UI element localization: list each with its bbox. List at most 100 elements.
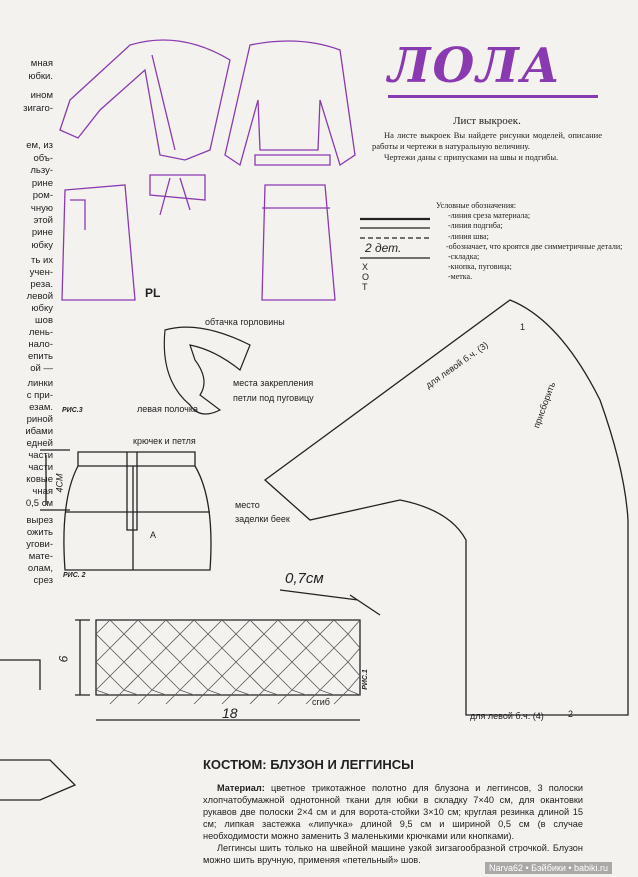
hatch-line: [305, 689, 321, 705]
hatch-line: [95, 633, 111, 649]
column-fragment: части: [28, 450, 53, 461]
label-left-front: левая полочка: [137, 404, 198, 414]
hatch-line: [179, 661, 195, 677]
hatch-line: [291, 689, 307, 696]
legend-item: -складка;: [448, 252, 480, 262]
material-label: Материал:: [217, 783, 265, 793]
grain-label: ХОТ: [362, 262, 370, 292]
column-fragment: едней: [26, 438, 53, 449]
hatch-line: [305, 661, 321, 677]
hatch-line: [249, 647, 265, 663]
column-fragment: угови-: [26, 539, 53, 550]
skirt-drawing: [40, 449, 212, 571]
hatch-line: [291, 675, 307, 691]
column-fragment: рине: [31, 227, 53, 238]
hatch-line: [249, 661, 265, 677]
hatch-line: [137, 661, 153, 677]
label-left4: для левой б.ч. (4): [470, 711, 544, 721]
hatch-line: [347, 675, 361, 691]
hatch-line: [333, 661, 349, 677]
column-fragment: лень-: [28, 327, 53, 338]
legend: Условные обозначения: -линия среза матер…: [436, 201, 622, 283]
hatch-line: [123, 689, 139, 696]
column-fragment: езам.: [29, 402, 53, 413]
hatch-line: [95, 689, 111, 696]
intro-p1: На листе выкроек Вы найдете рисунки моде…: [372, 130, 602, 151]
hatch-line: [263, 633, 279, 649]
hatch-line: [291, 619, 307, 635]
column-fragment: ожить: [26, 527, 53, 538]
hatch-line: [207, 633, 223, 649]
neck-facing: [163, 326, 251, 415]
hatch-line: [347, 689, 361, 696]
hatch-line: [207, 647, 223, 663]
label-pl: PL: [145, 286, 161, 300]
hatch-line: [193, 647, 209, 663]
hatch-line: [193, 675, 209, 691]
hatch-line: [249, 619, 265, 635]
logo-underline: [388, 95, 598, 98]
label-fix-places-2: петли под пуговицу: [233, 393, 314, 403]
column-fragment: линки: [27, 378, 53, 389]
label-a: А: [150, 530, 157, 540]
hatch-line: [221, 647, 237, 663]
hatch-line: [277, 619, 293, 635]
legend-item: -линия среза материала;: [448, 211, 531, 221]
hatch-line: [305, 675, 321, 691]
hatch-line: [319, 647, 335, 663]
hatch-line: [263, 661, 279, 677]
column-fragment: рине: [31, 178, 53, 189]
hatch-line: [123, 619, 139, 635]
hatch-line: [165, 661, 181, 677]
hatch-line: [319, 689, 335, 696]
hatch-line: [137, 633, 153, 649]
hatch-line: [151, 619, 167, 635]
hatch-line: [165, 675, 181, 691]
column-fragment: зигаго-: [23, 103, 53, 114]
hatch-line: [193, 619, 209, 635]
quilted-hatching: [95, 619, 361, 705]
label-cm4: 4СМ: [54, 473, 65, 493]
hatch-line: [263, 689, 279, 696]
intro-text: Лист выкроек. На листе выкроек Вы найдет…: [372, 116, 602, 163]
hatch-line: [221, 689, 237, 705]
hatch-line: [333, 633, 349, 649]
hatch-line: [319, 675, 335, 691]
label-fig3: РИС.3: [62, 407, 83, 414]
hatch-line: [263, 647, 279, 663]
hatch-line: [291, 661, 307, 677]
label-n1: 1: [520, 322, 526, 332]
column-fragment: риной: [26, 414, 53, 425]
hatch-line: [221, 633, 237, 649]
hatch-line: [333, 647, 349, 663]
hatch-line: [109, 689, 125, 705]
two-parts-label: 2 дет.: [365, 241, 402, 255]
legend-item: -линия шва;: [448, 231, 489, 241]
hatch-line: [179, 619, 195, 635]
hatch-line: [95, 619, 111, 635]
column-fragment: ковые: [26, 474, 53, 485]
hatch-line: [319, 619, 335, 635]
label-six: 6: [56, 655, 71, 663]
hatch-line: [151, 689, 167, 696]
hatch-line: [277, 633, 293, 649]
column-fragment: 0,5 см: [25, 498, 53, 509]
legend-item: -кнопка, пуговица;: [448, 262, 512, 272]
hatch-line: [221, 661, 237, 677]
column-fragment: с при-: [26, 390, 53, 401]
pattern-pieces: [0, 299, 629, 801]
hatch-line: [235, 675, 251, 691]
hatch-line: [207, 661, 223, 677]
label-neck-facing: обтачка горловины: [205, 317, 285, 327]
legend-item: -линия подгиба;: [448, 221, 503, 231]
hatch-line: [277, 689, 293, 705]
hatch-line: [305, 647, 321, 663]
label-hook: крючек и петля: [133, 436, 196, 446]
column-fragment: вырез: [26, 515, 53, 526]
hatch-line: [207, 689, 223, 696]
intro-p2: Чертежи даны с припусками на швы и подги…: [384, 152, 559, 162]
column-fragment: реза.: [30, 279, 53, 290]
hatch-line: [179, 633, 195, 649]
hatch-line: [249, 675, 265, 691]
